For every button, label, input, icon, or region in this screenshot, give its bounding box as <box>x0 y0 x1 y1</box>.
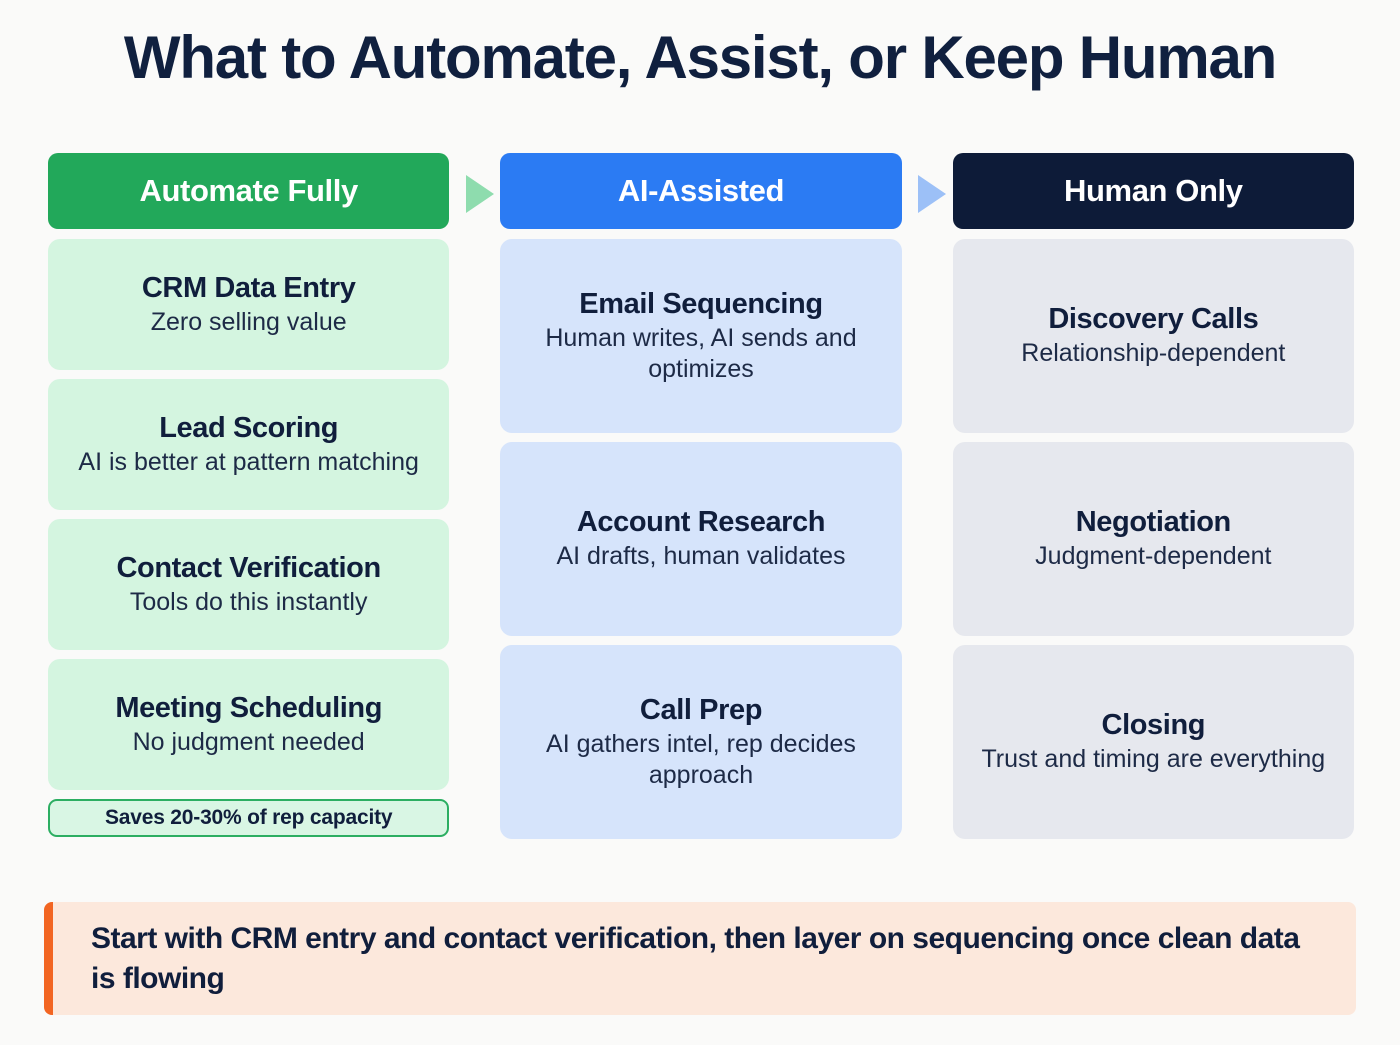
card-subtitle: AI is better at pattern matching <box>78 447 419 476</box>
card-negotiation[interactable]: Negotiation Judgment-dependent <box>952 442 1354 636</box>
card-subtitle: Relationship-dependent <box>1021 339 1286 368</box>
card-subtitle: AI gathers intel, rep decides approach <box>546 730 856 789</box>
card-title: Discovery Calls <box>1048 303 1259 336</box>
card-lead-scoring[interactable]: Lead Scoring AI is better at pattern mat… <box>48 379 450 510</box>
card-contact-verification[interactable]: Contact Verification Tools do this insta… <box>48 519 450 650</box>
card-subtitle: Trust and timing are everything <box>981 745 1326 774</box>
card-title: Lead Scoring <box>159 411 339 444</box>
card-list-ai-assisted: Email Sequencing Human writes, AI sends … <box>500 239 902 839</box>
card-title: Account Research <box>576 506 826 539</box>
card-subtitle: AI drafts, human validates <box>556 542 846 571</box>
column-header-automate-fully: Automate Fully <box>48 153 450 229</box>
card-account-research[interactable]: Account Research AI drafts, human valida… <box>500 442 902 636</box>
savings-badge: Saves 20-30% of rep capacity <box>48 799 450 837</box>
column-header-ai-assisted: AI-Assisted <box>500 153 902 229</box>
column-automate-fully: Automate Fully CRM Data Entry Zero selli… <box>48 153 494 839</box>
card-title: Closing <box>1101 709 1206 742</box>
card-title: Call Prep <box>639 693 763 726</box>
card-title: Email Sequencing <box>579 287 823 320</box>
card-subtitle: Zero selling value <box>150 307 347 336</box>
card-title: Negotiation <box>1075 506 1231 539</box>
footer-accent-bar <box>44 902 53 1015</box>
card-crm-data-entry[interactable]: CRM Data Entry Zero selling value <box>48 239 450 370</box>
card-meeting-scheduling[interactable]: Meeting Scheduling No judgment needed <box>48 659 450 790</box>
arrow-right-icon-green <box>466 175 494 213</box>
card-subtitle: No judgment needed <box>132 727 365 756</box>
card-call-prep[interactable]: Call Prep AI gathers intel, rep decides … <box>500 645 902 839</box>
card-list-automate-fully: CRM Data Entry Zero selling value Lead S… <box>48 239 450 790</box>
card-title: Contact Verification <box>116 551 381 584</box>
column-human-only: Human Only Discovery Calls Relationship-… <box>952 153 1354 839</box>
footer-callout: Start with CRM entry and contact verific… <box>44 902 1356 1015</box>
arrow-right-icon-blue <box>918 175 947 213</box>
column-header-human-only: Human Only <box>952 153 1354 229</box>
card-subtitle: Tools do this instantly <box>129 587 368 616</box>
column-ai-assisted: AI-Assisted Email Sequencing Human write… <box>500 153 947 839</box>
card-title: CRM Data Entry <box>141 271 356 304</box>
footer-callout-text: Start with CRM entry and contact verific… <box>91 921 1300 995</box>
card-discovery-calls[interactable]: Discovery Calls Relationship-dependent <box>952 239 1354 433</box>
card-list-human-only: Discovery Calls Relationship-dependent N… <box>952 239 1354 839</box>
columns-container: Automate Fully CRM Data Entry Zero selli… <box>48 153 1354 839</box>
card-title: Meeting Scheduling <box>115 691 383 724</box>
card-email-sequencing[interactable]: Email Sequencing Human writes, AI sends … <box>500 239 902 433</box>
card-subtitle: Judgment-dependent <box>1035 542 1272 571</box>
card-subtitle: Human writes, AI sends and optimizes <box>545 324 857 383</box>
card-closing[interactable]: Closing Trust and timing are everything <box>952 645 1354 839</box>
page-title: What to Automate, Assist, or Keep Human <box>123 24 1277 91</box>
